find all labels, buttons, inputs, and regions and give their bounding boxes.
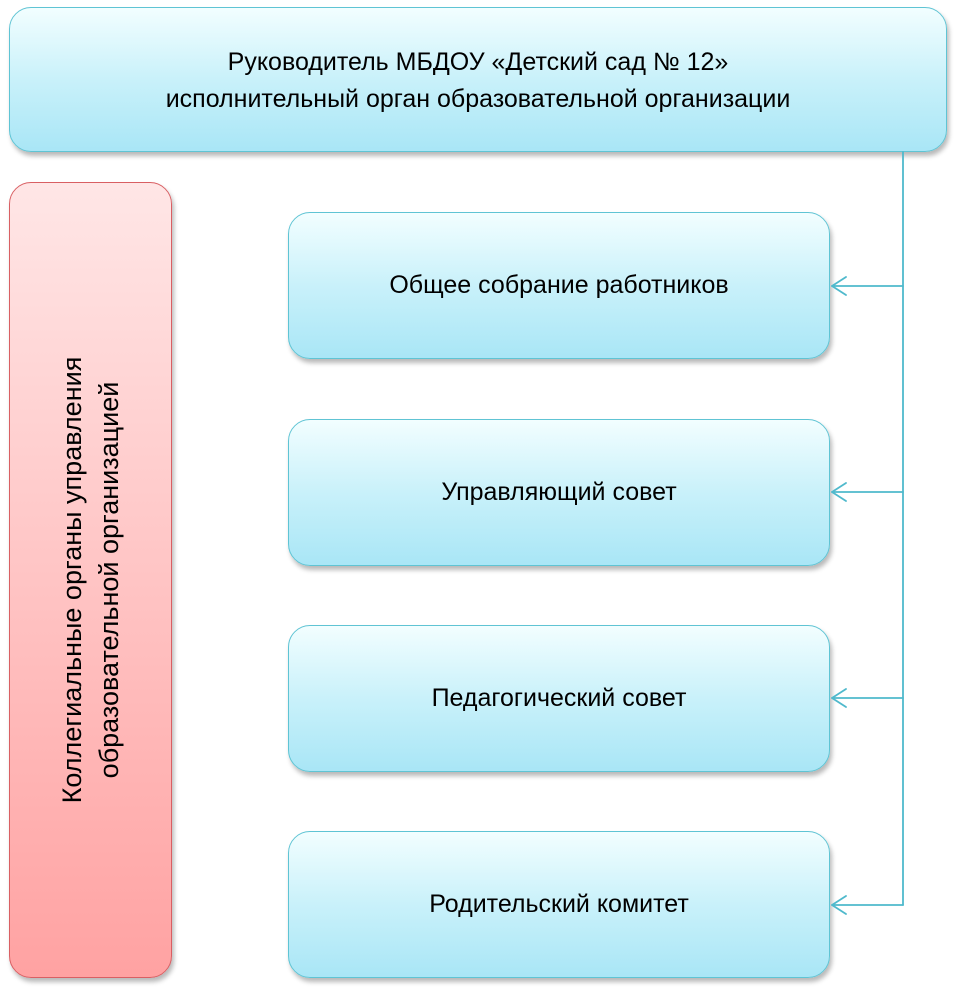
body-label: Родительский комитет <box>429 890 689 918</box>
collegial-bodies-label: Коллегиальные органы управления образова… <box>54 190 128 970</box>
body-label: Педагогический совет <box>431 684 687 712</box>
body-box-governing-council: Управляющий совет <box>288 419 830 566</box>
arrowhead-4 <box>831 895 847 915</box>
collegial-bodies-label-box: Коллегиальные органы управления образова… <box>9 182 172 978</box>
body-label: Общее собрание работников <box>389 271 729 299</box>
side-label-line-1: Коллегиальные органы управления <box>56 356 87 804</box>
head-subtitle-line: исполнительный орган образовательной орг… <box>165 84 791 113</box>
arrowhead-1 <box>831 276 847 296</box>
body-label: Управляющий совет <box>441 478 677 506</box>
head-of-school-box: Руководитель МБДОУ «Детский сад № 12» ис… <box>9 7 947 152</box>
side-label-line-2: образовательной организацией <box>93 381 124 779</box>
head-title-line: Руководитель МБДОУ «Детский сад № 12» <box>227 47 729 76</box>
arrowhead-3 <box>831 688 847 708</box>
body-box-parent-committee: Родительский комитет <box>288 831 830 978</box>
arrowhead-2 <box>831 482 847 502</box>
body-box-general-meeting: Общее собрание работников <box>288 212 830 359</box>
body-box-pedagogical-council: Педагогический совет <box>288 625 830 772</box>
